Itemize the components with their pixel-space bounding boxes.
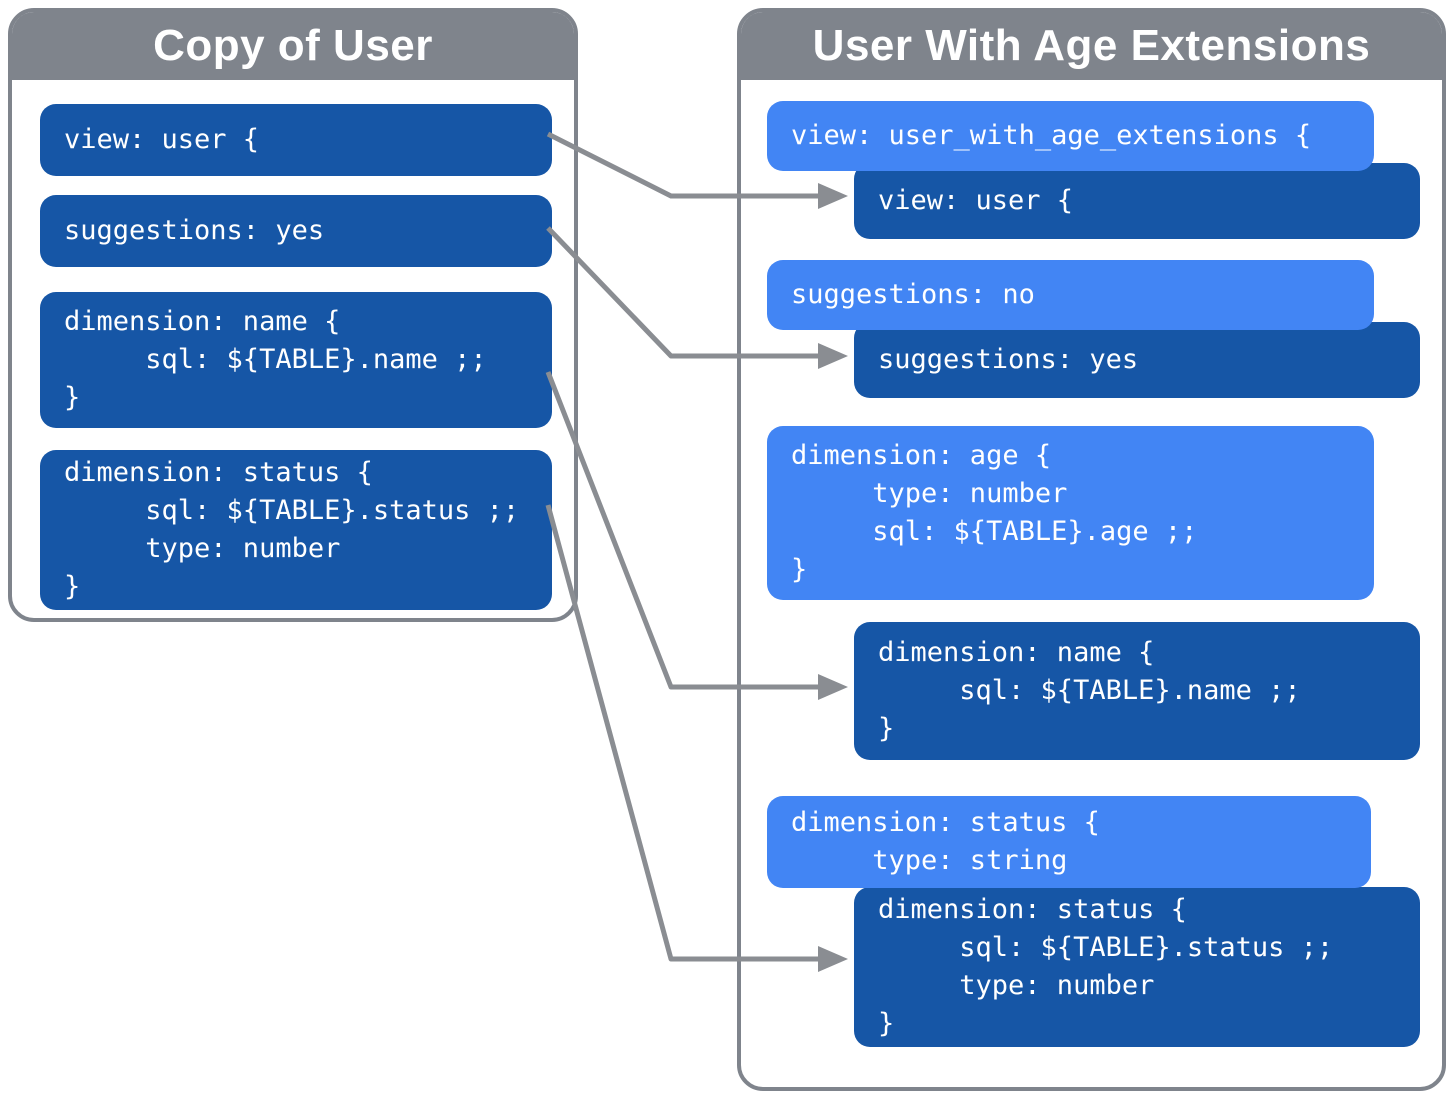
code-line: dimension: age { <box>791 440 1052 471</box>
code-line: sql: ${TABLE}.name ;; <box>878 675 1301 706</box>
code-line: type: string <box>791 845 1068 876</box>
code-line: } <box>64 382 81 413</box>
code-line: suggestions: no <box>791 279 1035 310</box>
code-line: sql: ${TABLE}.status ;; <box>64 495 520 526</box>
base-code-block-dimension-name: dimension: name { sql: ${TABLE}.name ;; … <box>854 622 1420 760</box>
code-line: dimension: name { <box>64 306 341 337</box>
code-line: suggestions: yes <box>878 344 1139 375</box>
code-line: dimension: status { <box>878 894 1187 925</box>
code-block-suggestions-yes: suggestions: yes <box>40 195 552 267</box>
code-line: } <box>878 713 895 744</box>
code-line: dimension: status { <box>64 457 373 488</box>
code-line: type: number <box>64 533 341 564</box>
override-code-block-dimension-status: dimension: status { type: string <box>767 796 1371 888</box>
code-line: } <box>791 554 808 585</box>
panel-header: User With Age Extensions <box>741 12 1442 80</box>
code-line: view: user { <box>878 185 1074 216</box>
override-code-block-view-extensions: view: user_with_age_extensions { <box>767 101 1374 171</box>
code-line: type: number <box>791 478 1068 509</box>
panel-title: User With Age Extensions <box>812 21 1371 70</box>
base-code-block-suggestions-yes: suggestions: yes <box>854 322 1420 398</box>
override-code-block-dimension-age: dimension: age { type: number sql: ${TAB… <box>767 426 1374 600</box>
code-line: sql: ${TABLE}.age ;; <box>791 516 1198 547</box>
code-line: view: user { <box>64 124 260 155</box>
panel-user-with-age-extensions: User With Age Extensions view: user { vi… <box>737 8 1446 1091</box>
code-block-dimension-name: dimension: name { sql: ${TABLE}.name ;; … <box>40 292 552 428</box>
code-line: type: number <box>878 970 1155 1001</box>
panel-header: Copy of User <box>12 12 574 80</box>
panel-title: Copy of User <box>153 21 433 70</box>
code-line: } <box>64 571 81 602</box>
base-code-block-view-user: view: user { <box>854 163 1420 239</box>
override-code-block-suggestions-no: suggestions: no <box>767 260 1374 330</box>
panel-copy-of-user: Copy of User view: user { suggestions: y… <box>8 8 578 622</box>
code-line: suggestions: yes <box>64 215 325 246</box>
code-block-dimension-status: dimension: status { sql: ${TABLE}.status… <box>40 450 552 610</box>
code-line: view: user_with_age_extensions { <box>791 120 1312 151</box>
code-line: } <box>878 1008 895 1039</box>
code-line: sql: ${TABLE}.name ;; <box>64 344 487 375</box>
code-line: dimension: name { <box>878 637 1155 668</box>
base-code-block-dimension-status: dimension: status { sql: ${TABLE}.status… <box>854 887 1420 1047</box>
code-line: sql: ${TABLE}.status ;; <box>878 932 1334 963</box>
code-block-view-user: view: user { <box>40 104 552 176</box>
code-line: dimension: status { <box>791 807 1100 838</box>
